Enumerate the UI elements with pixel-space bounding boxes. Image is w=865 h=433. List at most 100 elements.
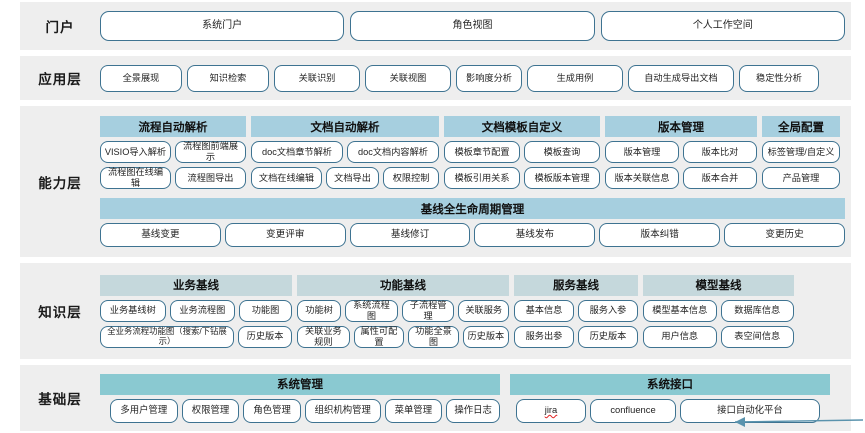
know-item-system-flowchart[interactable]: 系统流程图 — [345, 299, 398, 322]
group-header-system-interface: 系统接口 — [510, 373, 830, 395]
layer-label-knowledge: 知识层 — [38, 305, 82, 320]
know-item-function-tree[interactable]: 功能树 — [297, 299, 342, 322]
layer-row-capability: 能力层 流程自动解析 VISIO导入解析 流程图前端展示 流程图在线编辑 流程图… — [20, 106, 851, 257]
capability-group-process-parse: 流程自动解析 VISIO导入解析 流程图前端展示 流程图在线编辑 流程图导出 — [100, 116, 246, 189]
know-item-subprocess-mgmt[interactable]: 子流程管理 — [401, 299, 455, 322]
cap-item-version-compare[interactable]: 版本比对 — [683, 141, 757, 163]
know-item-attribute-configurable[interactable]: 属性可配置 — [353, 325, 405, 348]
capability-group-doc-parse: 文档自动解析 doc文档章节解析 doc文档内容解析 文档在线编辑 文档导出 权… — [251, 116, 440, 189]
life-item-baseline-change[interactable]: 基线变更 — [100, 223, 221, 247]
group-row: 服务出参 历史版本 — [514, 325, 638, 348]
cap-item-flowchart-frontend-display[interactable]: 流程图前端展示 — [175, 141, 246, 163]
cap-item-doc-online-edit[interactable]: 文档在线编辑 — [251, 167, 322, 189]
know-item-business-flowchart[interactable]: 业务流程图 — [169, 299, 236, 322]
base-item-org-structure-mgmt[interactable]: 组织机构管理 — [305, 398, 381, 423]
app-item-generate-case[interactable]: 生成用例 — [527, 64, 623, 92]
knowledge-groups: 业务基线 业务基线树 业务流程图 功能图 全业务流程功能图（搜索/下钻展示） 历… — [100, 274, 845, 348]
know-item-model-basic-info[interactable]: 模型基本信息 — [643, 299, 717, 322]
portal-item-personal-workspace[interactable]: 个人工作空间 — [600, 11, 845, 41]
life-item-change-review[interactable]: 变更评审 — [224, 223, 346, 247]
layer-label-foundation: 基础层 — [38, 392, 82, 407]
foundation-group-system-interface: 系统接口 jira confluence 接口自动化平台 — [510, 373, 830, 423]
group-row: 流程图在线编辑 流程图导出 — [100, 167, 246, 189]
foundation-groups: 系统管理 多用户管理 权限管理 角色管理 组织机构管理 菜单管理 操作日志 系统… — [100, 373, 845, 423]
group-row: 文档在线编辑 文档导出 权限控制 — [251, 167, 440, 189]
base-item-multiuser-mgmt[interactable]: 多用户管理 — [110, 398, 178, 423]
base-item-menu-mgmt[interactable]: 菜单管理 — [384, 398, 443, 423]
cap-item-doc-chapter-parse[interactable]: doc文档章节解析 — [251, 141, 343, 163]
know-item-history-version-service[interactable]: 历史版本 — [578, 325, 638, 348]
jira-label: jira — [544, 404, 558, 416]
base-item-confluence[interactable]: confluence — [590, 398, 676, 423]
knowledge-group-model-baseline: 模型基线 模型基本信息 数据库信息 用户信息 表空间信息 — [643, 274, 794, 348]
app-item-panorama[interactable]: 全景展现 — [100, 64, 182, 92]
portal-items: 系统门户 角色视图 个人工作空间 — [100, 11, 851, 41]
cap-item-doc-export[interactable]: 文档导出 — [325, 167, 380, 189]
app-item-auto-export-doc[interactable]: 自动生成导出文档 — [628, 64, 734, 92]
app-item-impact-analysis[interactable]: 影响度分析 — [456, 64, 522, 92]
group-row: 版本关联信息 版本合并 — [605, 167, 757, 189]
base-item-operation-log[interactable]: 操作日志 — [446, 398, 500, 423]
base-item-interface-automation-platform[interactable]: 接口自动化平台 — [680, 398, 820, 423]
foundation-group-system-mgmt: 系统管理 多用户管理 权限管理 角色管理 组织机构管理 菜单管理 操作日志 — [100, 373, 500, 423]
base-item-role-mgmt[interactable]: 角色管理 — [243, 398, 301, 423]
layer-label-application: 应用层 — [38, 72, 82, 87]
group-header-business-baseline: 业务基线 — [100, 274, 292, 296]
capability-group-doc-template: 文档模板自定义 模板章节配置 模板查询 模板引用关系 模板版本管理 — [444, 116, 600, 189]
know-item-service-output-param[interactable]: 服务出参 — [514, 325, 574, 348]
group-row: 业务基线树 业务流程图 功能图 — [100, 299, 292, 322]
group-row: 标签管理/自定义 — [762, 141, 840, 163]
cap-item-tag-mgmt-custom[interactable]: 标签管理/自定义 — [762, 141, 840, 163]
base-item-jira[interactable]: jira — [516, 398, 586, 423]
layer-label-capability: 能力层 — [38, 175, 82, 191]
life-item-version-correction[interactable]: 版本纠错 — [599, 223, 721, 247]
know-item-full-business-process-function-chart[interactable]: 全业务流程功能图（搜索/下钻展示） — [100, 325, 235, 348]
group-row: 模板引用关系 模板版本管理 — [444, 167, 600, 189]
app-item-knowledge-search[interactable]: 知识检索 — [187, 64, 269, 92]
know-item-function-chart[interactable]: 功能图 — [239, 299, 292, 322]
cap-item-template-version-mgmt[interactable]: 模板版本管理 — [524, 167, 600, 189]
cap-item-flowchart-online-edit[interactable]: 流程图在线编辑 — [100, 167, 171, 189]
know-item-related-business-rule[interactable]: 关联业务规则 — [297, 325, 350, 348]
life-item-change-history[interactable]: 变更历史 — [724, 223, 845, 247]
group-row: 基本信息 服务入参 — [514, 299, 638, 322]
know-item-related-service[interactable]: 关联服务 — [458, 299, 509, 322]
cap-item-version-mgmt[interactable]: 版本管理 — [605, 141, 679, 163]
portal-item-system-portal[interactable]: 系统门户 — [100, 11, 345, 41]
app-item-stability-analysis[interactable]: 稳定性分析 — [739, 64, 819, 92]
know-item-business-baseline-tree[interactable]: 业务基线树 — [100, 299, 166, 322]
know-item-basic-info[interactable]: 基本信息 — [514, 299, 574, 322]
group-header-model-baseline: 模型基线 — [643, 274, 794, 296]
know-item-tablespace-info[interactable]: 表空间信息 — [720, 325, 794, 348]
layer-label-portal: 门户 — [45, 20, 75, 35]
cap-item-version-relation-info[interactable]: 版本关联信息 — [605, 167, 679, 189]
know-item-database-info[interactable]: 数据库信息 — [720, 299, 794, 322]
cap-item-template-query[interactable]: 模板查询 — [524, 141, 600, 163]
know-item-service-input-param[interactable]: 服务入参 — [578, 299, 638, 322]
cap-item-flowchart-export[interactable]: 流程图导出 — [175, 167, 246, 189]
capability-group-global-config: 全局配置 标签管理/自定义 产品管理 — [762, 116, 840, 189]
app-item-relation-recognition[interactable]: 关联识别 — [274, 64, 360, 92]
know-item-function-panorama[interactable]: 功能全景图 — [408, 325, 459, 348]
group-header-version-mgmt: 版本管理 — [605, 116, 757, 137]
cap-item-template-chapter-config[interactable]: 模板章节配置 — [444, 141, 520, 163]
group-row: 产品管理 — [762, 167, 840, 189]
know-item-history-version-business[interactable]: 历史版本 — [238, 325, 292, 348]
know-item-history-version-function[interactable]: 历史版本 — [462, 325, 509, 348]
layer-row-foundation: 基础层 系统管理 多用户管理 权限管理 角色管理 组织机构管理 菜单管理 操作日… — [20, 365, 851, 431]
knowledge-body: 业务基线 业务基线树 业务流程图 功能图 全业务流程功能图（搜索/下钻展示） 历… — [100, 274, 851, 348]
know-item-user-info[interactable]: 用户信息 — [643, 325, 717, 348]
base-item-permission-mgmt[interactable]: 权限管理 — [181, 398, 240, 423]
group-header-system-mgmt: 系统管理 — [100, 373, 500, 395]
cap-item-visio-import-parse[interactable]: VISIO导入解析 — [100, 141, 171, 163]
life-item-baseline-revision[interactable]: 基线修订 — [349, 223, 471, 247]
life-item-baseline-release[interactable]: 基线发布 — [474, 223, 596, 247]
group-row: 多用户管理 权限管理 角色管理 组织机构管理 菜单管理 操作日志 — [100, 398, 500, 423]
portal-item-role-view[interactable]: 角色视图 — [350, 11, 595, 41]
app-item-relation-view[interactable]: 关联视图 — [365, 64, 451, 92]
cap-item-permission-control[interactable]: 权限控制 — [383, 167, 440, 189]
cap-item-product-mgmt[interactable]: 产品管理 — [762, 167, 840, 189]
cap-item-doc-content-parse[interactable]: doc文档内容解析 — [347, 141, 439, 163]
cap-item-version-merge[interactable]: 版本合并 — [683, 167, 757, 189]
cap-item-template-reference-relation[interactable]: 模板引用关系 — [444, 167, 520, 189]
